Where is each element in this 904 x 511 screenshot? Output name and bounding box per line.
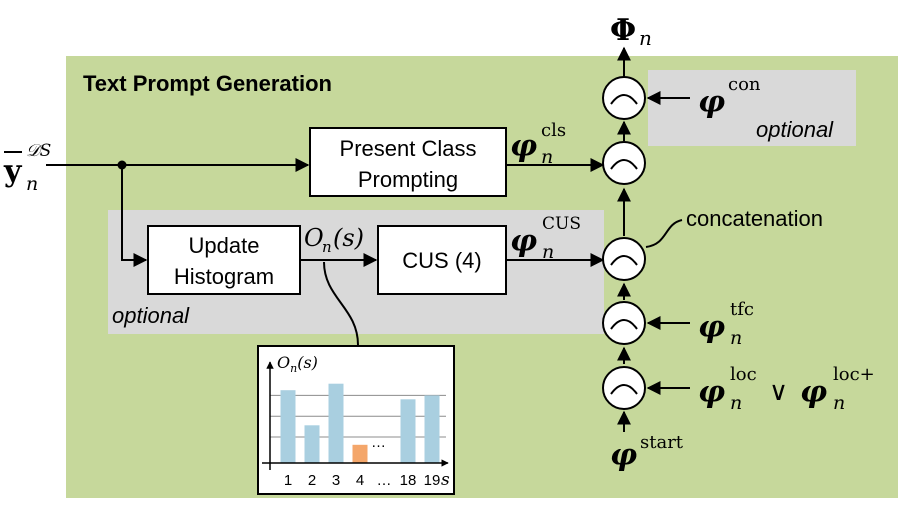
histogram-xlabel: s xyxy=(441,470,450,490)
input-label: y 𝒟S n xyxy=(3,141,51,195)
svg-text:n: n xyxy=(322,238,332,256)
svg-text:𝒟S: 𝒟S xyxy=(26,141,51,161)
update-histogram-block: Update Histogram xyxy=(147,225,301,295)
svg-text:y: y xyxy=(3,154,23,189)
svg-text:CUS (4): CUS (4) xyxy=(402,248,481,273)
histogram-grid xyxy=(270,394,446,438)
optional-label-cus: optional xyxy=(112,303,190,328)
svg-text:n: n xyxy=(541,146,553,168)
optional-label-con: optional xyxy=(756,117,834,142)
svg-text:Φ: Φ xyxy=(610,13,636,48)
phi-con-label: φ con xyxy=(698,74,761,120)
svg-text:Present Class: Present Class xyxy=(340,136,477,161)
svg-text:n: n xyxy=(26,173,38,195)
phi-start-label: φ start xyxy=(610,432,684,473)
concat-node-tfc xyxy=(602,301,646,345)
svg-text:CUS: CUS xyxy=(542,214,581,234)
phi-loc-label: φ loc n ∨ φ loc+ n xyxy=(698,364,875,414)
histogram-bar-2 xyxy=(304,425,320,463)
svg-text:n: n xyxy=(730,327,742,349)
phi-cus-label: φ CUS n xyxy=(510,214,581,263)
concatenation-label: concatenation xyxy=(686,206,823,231)
svg-text:con: con xyxy=(728,74,761,95)
svg-text:n: n xyxy=(542,241,554,263)
concat-node-cus xyxy=(602,237,646,281)
histogram-tick-3: 4 xyxy=(356,472,364,489)
svg-text:φ: φ xyxy=(610,438,637,473)
svg-text:Prompting: Prompting xyxy=(358,167,458,192)
histogram-tick-4: … xyxy=(377,472,392,489)
concat-node-loc xyxy=(602,366,646,410)
svg-text:Update: Update xyxy=(189,233,260,258)
histogram-bar-1 xyxy=(280,390,296,463)
phi-cls-label: φ cls n xyxy=(510,120,566,168)
present-class-prompting-block: Present Class Prompting xyxy=(309,127,507,197)
svg-text:φ: φ xyxy=(698,375,725,410)
svg-text:loc: loc xyxy=(730,364,757,385)
svg-text:φ: φ xyxy=(510,129,537,164)
histogram-bar-18 xyxy=(400,399,416,463)
svg-text:∨: ∨ xyxy=(769,377,788,407)
histogram-tick-2: 3 xyxy=(332,472,340,489)
output-label: Φ n xyxy=(610,13,652,50)
svg-text:Histogram: Histogram xyxy=(174,264,274,289)
optional-region-con xyxy=(648,70,856,146)
histogram-bars xyxy=(280,383,440,463)
svg-text:n: n xyxy=(639,26,652,50)
svg-text:loc+: loc+ xyxy=(833,364,875,385)
svg-text:(s): (s) xyxy=(333,224,364,252)
histogram-tick-0: 1 xyxy=(284,472,292,489)
svg-text:cls: cls xyxy=(541,120,566,141)
histogram-ellipsis: … xyxy=(371,434,386,451)
concat-node-cls xyxy=(602,141,646,185)
concatenation-callout xyxy=(645,219,683,248)
histogram-tick-1: 2 xyxy=(308,472,316,489)
panel-title: Text Prompt Generation xyxy=(83,71,332,96)
svg-text:tfc: tfc xyxy=(730,299,754,320)
svg-text:φ: φ xyxy=(800,375,827,410)
histogram-ylabel: On(s) xyxy=(277,353,318,375)
histogram-bar-3 xyxy=(328,383,344,463)
svg-text:O: O xyxy=(304,224,324,252)
branch-line xyxy=(121,165,148,267)
svg-text:φ: φ xyxy=(510,224,537,259)
svg-text:n: n xyxy=(833,392,845,414)
histogram-bar-19 xyxy=(424,395,440,463)
histogram-callout xyxy=(323,261,359,346)
histogram-tick-5: 18 xyxy=(400,472,417,489)
svg-text:φ: φ xyxy=(698,310,725,345)
concat-node-con xyxy=(602,76,646,120)
svg-text:start: start xyxy=(640,432,684,453)
histogram-bar-4 xyxy=(352,444,368,463)
histogram-tick-6: 19 xyxy=(424,472,441,489)
svg-text:On(s): On(s) xyxy=(277,353,318,375)
on-s-label: O n (s) xyxy=(304,224,364,256)
svg-text:φ: φ xyxy=(698,85,725,120)
cus-block: CUS (4) xyxy=(377,225,507,295)
phi-tfc-label: φ tfc n xyxy=(698,299,754,349)
svg-text:n: n xyxy=(730,392,742,414)
